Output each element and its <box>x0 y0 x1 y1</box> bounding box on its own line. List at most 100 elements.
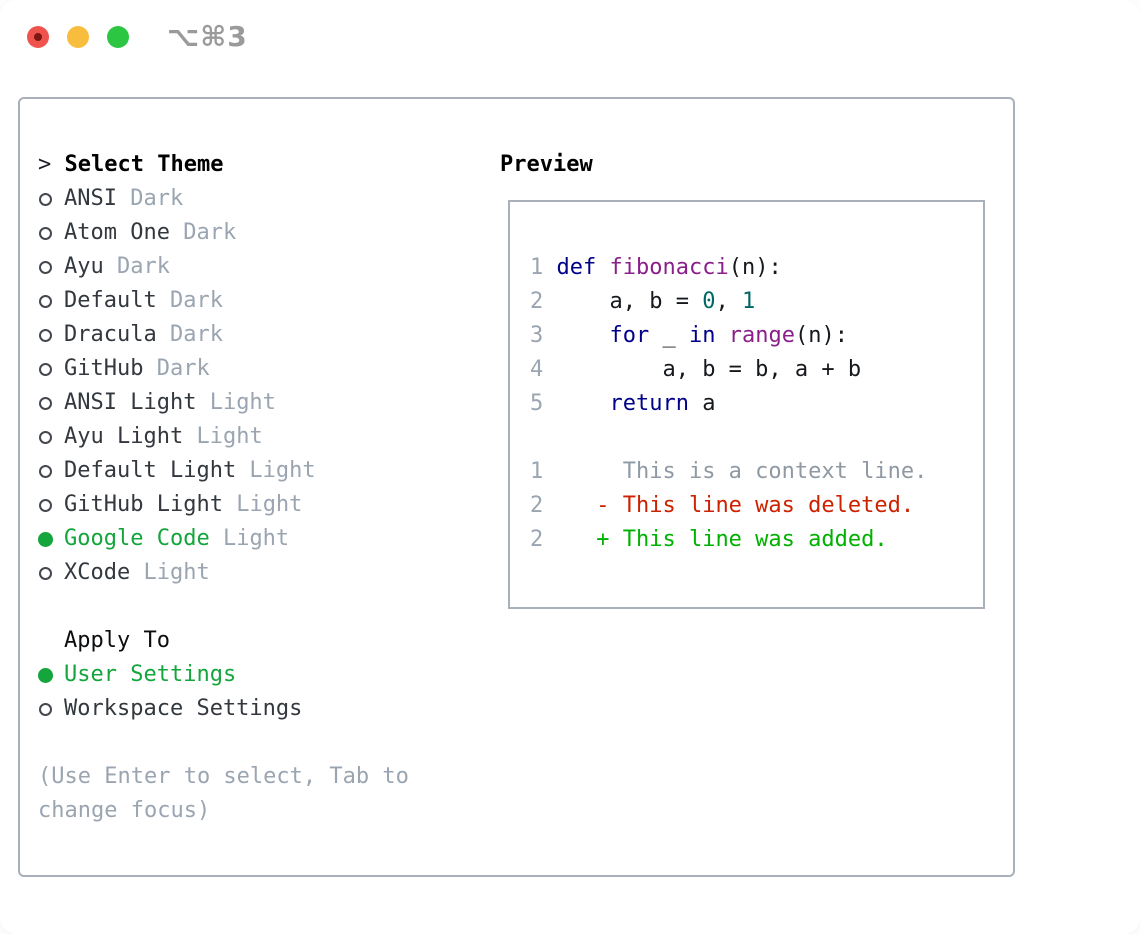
radio-unselected-icon <box>38 250 64 284</box>
code-token-ln: 2 <box>530 527 557 552</box>
option-label: Google Code <box>64 526 210 551</box>
theme-option[interactable]: GitHub Light Light <box>38 488 409 522</box>
code-token-ln: 2 <box>530 493 557 518</box>
code-token-kw: in <box>688 323 716 348</box>
window-shortcut-label: ⌥⌘3 <box>167 20 248 53</box>
option-label: GitHub Light <box>64 492 223 517</box>
radio-unselected-icon <box>38 454 64 488</box>
theme-option[interactable]: Ayu Dark <box>38 250 409 284</box>
code-token-pln <box>715 323 728 348</box>
theme-option[interactable]: Google Code Light <box>38 522 409 556</box>
option-variant-label: Light <box>196 390 276 415</box>
radio-unselected-icon <box>38 386 64 420</box>
option-label: Default Light <box>64 458 237 483</box>
theme-option[interactable]: Default Light Light <box>38 454 409 488</box>
code-token-ln: 3 <box>530 323 557 348</box>
apply-to-option[interactable]: User Settings <box>38 658 409 692</box>
title-bar: ⌥⌘3 <box>0 0 1140 74</box>
option-label: Default <box>64 288 157 313</box>
radio-unselected-icon <box>38 182 64 216</box>
apply-to-title: Apply To <box>64 628 170 653</box>
code-token-ctx: This is a context line. <box>556 459 928 484</box>
apply-to-option[interactable]: Workspace Settings <box>38 692 409 726</box>
code-line: 2 a, b = 0, 1 <box>530 285 927 319</box>
code-token-typ: range <box>728 323 795 348</box>
code-line: 5 return a <box>530 387 927 421</box>
code-token-ln: 1 <box>530 255 557 280</box>
theme-option[interactable]: Dracula Dark <box>38 318 409 352</box>
blank-line <box>38 590 409 624</box>
theme-option[interactable]: GitHub Dark <box>38 352 409 386</box>
theme-option[interactable]: XCode Light <box>38 556 409 590</box>
code-token-kw: return <box>609 391 689 416</box>
radio-selected-icon <box>38 522 64 556</box>
code-token-pln: a, b = <box>556 289 703 314</box>
option-variant-label: Dark <box>116 186 184 211</box>
option-label: Dracula <box>64 322 157 347</box>
focus-indicator: > <box>38 152 52 177</box>
hint-line: change focus) <box>38 798 211 823</box>
option-variant-label: Dark <box>156 288 223 313</box>
code-line: 1 This is a context line. <box>530 455 927 489</box>
code-token-pln: , <box>715 289 742 314</box>
code-line: 2 - This line was deleted. <box>530 489 927 523</box>
code-line: 1 def fibonacci(n): <box>530 251 927 285</box>
radio-unselected-icon <box>38 488 64 522</box>
code-token-typ: fibonacci <box>609 255 729 280</box>
radio-unselected-icon <box>38 556 64 590</box>
radio-unselected-icon <box>38 352 64 386</box>
code-token-pln <box>557 323 610 348</box>
code-token-pln <box>596 255 609 280</box>
option-variant-label: Dark <box>103 254 170 279</box>
minimize-button[interactable] <box>67 26 89 48</box>
theme-option[interactable]: Ayu Light Light <box>38 420 409 454</box>
option-label: ANSI Light <box>64 390 197 415</box>
theme-option[interactable]: Atom One Dark <box>38 216 409 250</box>
close-button-dot-icon <box>34 33 42 41</box>
code-token-pln: _ <box>649 323 689 348</box>
code-token-ln: 2 <box>530 289 557 314</box>
option-variant-label: Dark <box>169 220 237 245</box>
code-token-pln: (n): <box>728 255 782 280</box>
option-label: GitHub <box>64 356 144 381</box>
code-token-del: - This line was deleted. <box>556 493 915 518</box>
code-token-lit: 0 <box>702 289 716 314</box>
code-token-ln: 4 <box>530 357 557 382</box>
option-label: User Settings <box>64 662 237 687</box>
code-token-kw: for <box>609 323 650 348</box>
code-token-lit: 1 <box>741 289 756 314</box>
close-button[interactable] <box>27 26 49 48</box>
option-label: XCode <box>64 560 131 585</box>
option-variant-label: Light <box>236 458 316 483</box>
apply-to-header: Apply To <box>38 624 409 658</box>
option-variant-label: Light <box>222 492 303 517</box>
option-label: Ayu Light <box>64 424 184 449</box>
code-token-ln: 5 <box>530 391 557 416</box>
code-token-kw: def <box>556 255 597 280</box>
option-label: Ayu <box>64 254 104 279</box>
radio-unselected-icon <box>38 318 64 352</box>
radio-selected-icon <box>38 658 64 692</box>
preview-title: Preview <box>500 152 593 177</box>
zoom-button[interactable] <box>107 26 129 48</box>
radio-unselected-icon <box>38 284 64 318</box>
theme-option[interactable]: ANSI Dark <box>38 182 409 216</box>
code-line: 2 + This line was added. <box>530 523 927 557</box>
code-token-pln: (n): <box>794 323 848 348</box>
theme-option[interactable]: Default Dark <box>38 284 409 318</box>
option-label: Workspace Settings <box>64 696 303 721</box>
radio-unselected-icon <box>38 692 64 726</box>
option-variant-label: Light <box>209 526 290 551</box>
code-line <box>530 421 927 455</box>
select-theme-title: Select Theme <box>64 152 224 177</box>
option-variant-label: Light <box>130 560 210 585</box>
theme-option[interactable]: ANSI Light Light <box>38 386 409 420</box>
select-theme-header: > Select Theme <box>38 148 409 182</box>
code-token-add: + This line was added. <box>556 527 888 552</box>
